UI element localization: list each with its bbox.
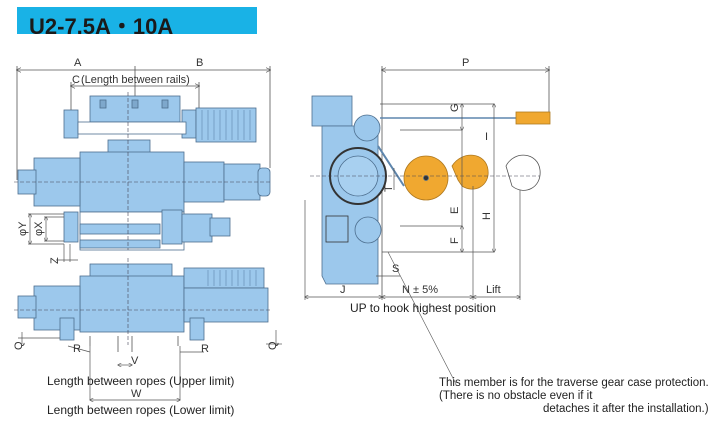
- front-view: [14, 258, 272, 352]
- shaft-dims: [28, 214, 78, 262]
- dim-label-q-right: Q: [267, 341, 279, 350]
- side-view: [310, 66, 551, 300]
- caption-upper-limit: Length between ropes (Upper limit): [47, 374, 234, 388]
- leader-line: [387, 251, 457, 385]
- dim-label-b: B: [196, 57, 203, 69]
- page-title: U2-7.5A・10A: [29, 14, 174, 39]
- dim-label-r-right: R: [201, 343, 209, 355]
- dim-label-q-left: Q: [13, 341, 25, 350]
- caption-lower-limit: Length between ropes (Lower limit): [47, 403, 234, 417]
- wheel-top-left: [63, 109, 79, 139]
- dim-label-c-desc: (Length between rails): [81, 74, 190, 86]
- dim-label-lift: Lift: [486, 284, 501, 296]
- dim-label-c: C: [72, 74, 80, 86]
- rope-dims: [18, 330, 282, 400]
- dim-label-n: N ± 5%: [402, 284, 438, 296]
- dim-label-i: I: [485, 131, 488, 143]
- wheel-bottom-left: [63, 211, 79, 243]
- pendant-switch: [515, 111, 551, 125]
- dim-label-r-left: R: [73, 343, 81, 355]
- dim-label-w: W: [131, 388, 142, 400]
- dim-label-g: G: [449, 103, 461, 112]
- title-bar: [17, 7, 257, 34]
- dim-label-s: S: [392, 263, 399, 275]
- caption-hook-highest: UP to hook highest position: [350, 301, 496, 315]
- side-dims: [305, 104, 520, 385]
- note-line-3: detaches it after the installation.): [543, 403, 709, 415]
- dim-label-p: P: [462, 57, 469, 69]
- dim-label-v: V: [131, 355, 139, 367]
- dim-label-h: H: [481, 212, 493, 220]
- dim-label-phi-y: φY: [17, 221, 29, 236]
- note-line-1: This member is for the traverse gear cas…: [439, 377, 709, 389]
- dim-label-a: A: [74, 57, 82, 69]
- dim-label-j: J: [340, 284, 346, 296]
- dim-label-f: F: [449, 237, 461, 244]
- dim-label-t: T: [383, 185, 395, 192]
- hook: [451, 154, 489, 190]
- gearbox: [33, 157, 81, 207]
- hook-lowest-position: [505, 154, 541, 191]
- dim-label-e: E: [449, 207, 461, 214]
- dim-label-z: Z: [49, 257, 61, 264]
- top-view: [14, 66, 272, 251]
- dim-label-phi-x: φX: [33, 221, 45, 236]
- note-line-2: (There is no obstacle even if it: [439, 390, 593, 402]
